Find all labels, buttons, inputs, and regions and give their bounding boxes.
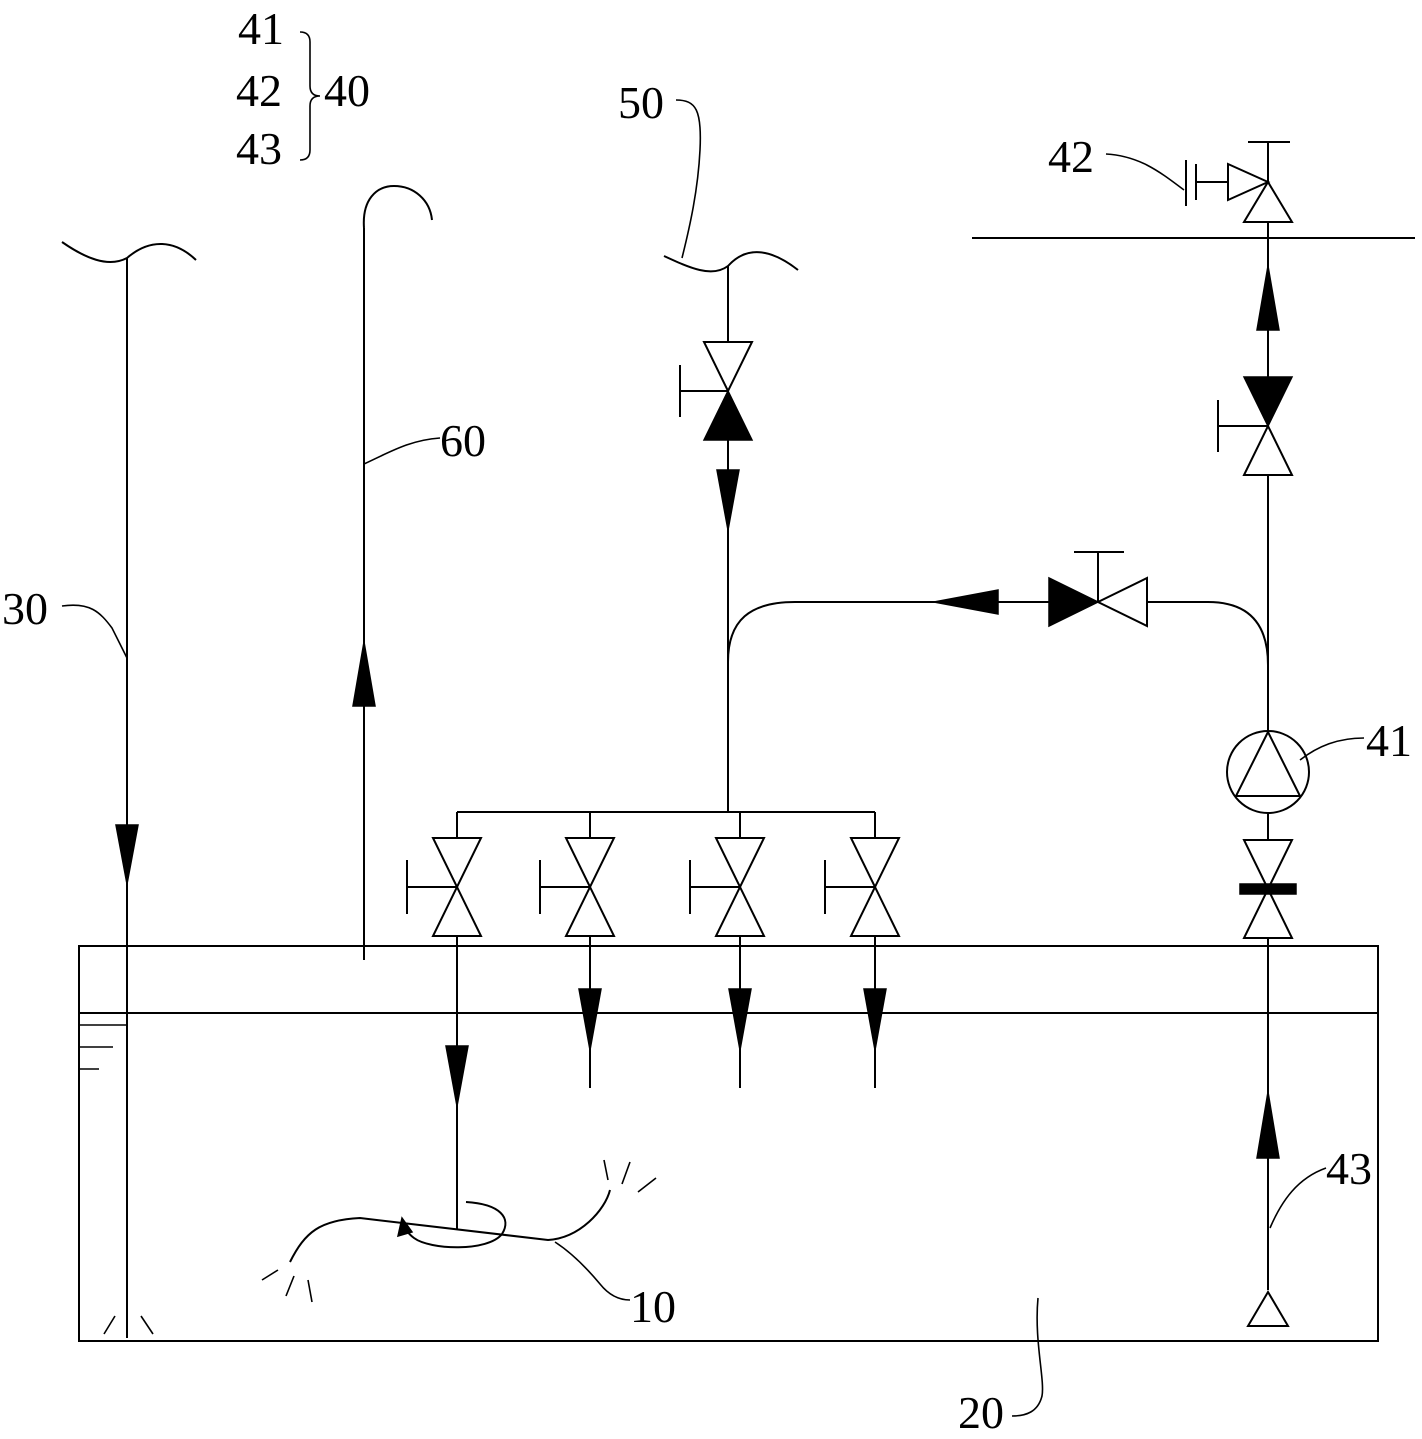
break-mark-30 (61, 241, 197, 263)
flow-arrow-up-icon (1256, 1091, 1280, 1159)
label-41: 41 (1366, 715, 1412, 766)
leader-42 (1105, 153, 1185, 191)
legend-item-42: 42 (236, 65, 282, 116)
aerator-10: 10 (261, 1159, 676, 1332)
outlet-fitting-42 (1185, 141, 1294, 223)
branch-valve-2 (539, 812, 616, 1088)
leader-20 (1011, 1297, 1044, 1417)
legend-item-43: 43 (236, 123, 282, 174)
branch-valve-1 (406, 812, 483, 1230)
label-20: 20 (958, 1387, 1004, 1438)
leader-30 (61, 604, 128, 659)
pump-icon (1234, 729, 1302, 797)
leader-10 (554, 1241, 631, 1301)
flow-arrow-down-icon (115, 824, 139, 885)
leader-41 (1299, 737, 1365, 761)
suction-inlet-43 (1246, 1290, 1290, 1327)
spray-left-icon (261, 1269, 313, 1303)
water-level-symbol (79, 1024, 127, 1070)
pump-valve-upper (1217, 376, 1294, 476)
tank-outline (78, 945, 1379, 1342)
legend: 41 42 43 40 (236, 3, 370, 174)
flow-arrow-down-icon (728, 988, 752, 1051)
label-10: 10 (630, 1281, 676, 1332)
flow-arrow-down-icon (578, 988, 602, 1051)
distribution-manifold (406, 811, 901, 1230)
flow-arrow-down-icon (445, 1045, 469, 1107)
pump-check-valve (1239, 839, 1297, 939)
diffuser-spray-icon (103, 1314, 154, 1338)
break-mark-50 (663, 251, 799, 273)
leader-43 (1269, 1167, 1327, 1229)
label-43: 43 (1326, 1143, 1372, 1194)
pump-line: 42 41 43 (972, 131, 1415, 1327)
flow-arrow-down-icon (863, 988, 887, 1051)
tank: 20 (78, 945, 1379, 1438)
branch-valve-4 (824, 812, 901, 1088)
leader-60 (363, 437, 441, 465)
manual-valve-50 (679, 341, 754, 441)
legend-brace (299, 31, 321, 161)
outlet-pipe-50: 50 (618, 77, 799, 812)
spray-right-icon (603, 1159, 657, 1193)
vent-hook-icon (362, 184, 433, 229)
legend-item-41: 41 (238, 3, 284, 54)
leader-50 (675, 99, 702, 259)
aerator-pipe (289, 1189, 611, 1263)
flow-arrow-down-icon (716, 469, 740, 531)
rotation-arrow-head (396, 1216, 414, 1238)
legend-group-40: 40 (324, 65, 370, 116)
bypass-line (727, 551, 1269, 666)
pump-41 (1226, 729, 1310, 814)
vent-pipe-60: 60 (352, 184, 486, 960)
bypass-valve (1048, 551, 1148, 628)
label-50: 50 (618, 77, 664, 128)
label-60: 60 (440, 415, 486, 466)
branch-valve-3 (689, 812, 766, 1088)
flow-arrow-up-icon (352, 641, 376, 707)
label-30: 30 (2, 583, 48, 634)
label-42: 42 (1048, 131, 1094, 182)
flow-arrow-up-icon (1256, 265, 1280, 331)
flow-arrow-left-icon (933, 589, 999, 615)
inlet-pipe-30: 30 (2, 241, 197, 1338)
